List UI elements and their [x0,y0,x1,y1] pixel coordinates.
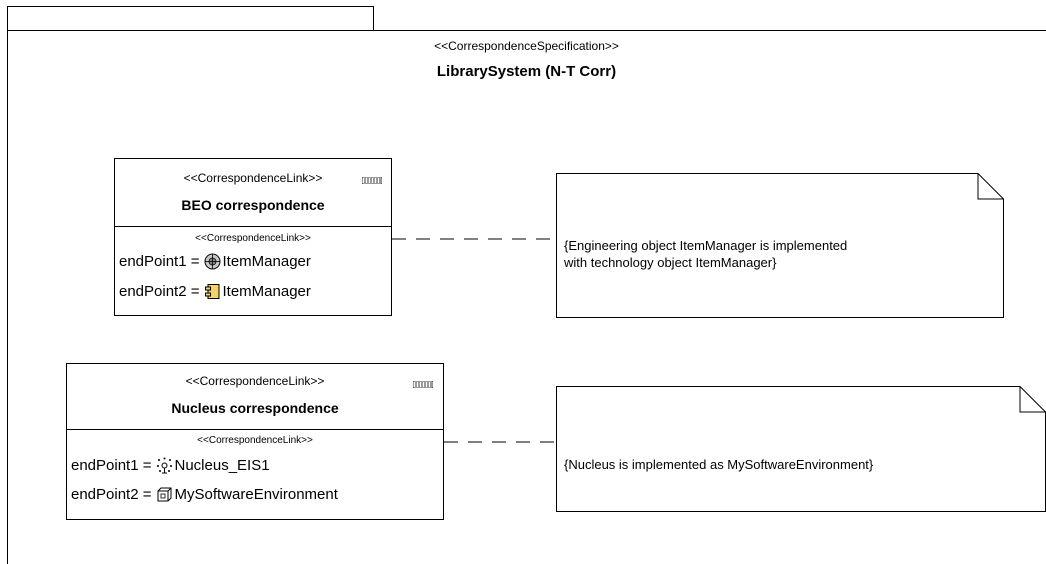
note-nucleus[interactable]: {Nucleus is implemented as MySoftwareEnv… [556,386,1046,512]
note-text-line-1: {Engineering object ItemManager is imple… [564,238,848,253]
engineering-object-icon [204,253,220,270]
note-text-line-1: {Nucleus is implemented as MySoftwareEnv… [564,457,874,472]
note-shape [556,386,1046,512]
compartment-stereotype: <<CorrespondenceLink>> [195,233,311,244]
endpoint2-value: MySoftwareEnvironment [174,486,338,503]
link-stereotype: <<CorrespondenceLink>> [183,171,323,185]
note-beo[interactable]: {Engineering object ItemManager is imple… [556,173,1004,318]
endpoint1-value: Nucleus_EIS1 [174,457,270,474]
package-stereotype: <<CorrespondenceSpecification>> [434,39,619,53]
endpoint1-value: ItemManager [222,253,311,270]
endpoint1-row[interactable]: endPoint1 = Nucleus_EIS1 [71,457,270,474]
endpoint2-value: ItemManager [222,283,311,300]
node-icon [157,487,171,502]
endpoint2-row[interactable]: endPoint2 = ItemManager [119,283,311,300]
endpoint2-label: endPoint2 = [119,283,200,300]
package-name[interactable]: LibrarySystem (N-T Corr) [436,63,617,80]
link-name: BEO correspondence [181,197,325,213]
correspondence-link-nucleus[interactable]: <<CorrespondenceLink>> Nucleus correspon… [66,363,444,520]
stereotype-stripes-icon [362,177,382,184]
endpoint2-row[interactable]: endPoint2 = MySoftwareEnvironment [71,486,338,503]
correspondence-link-beo[interactable]: <<CorrespondenceLink>> BEO correspondenc… [114,158,392,316]
package-frame [7,30,1046,564]
package-frame-tab [7,6,374,31]
endpoint1-label: endPoint1 = [71,457,152,474]
link-stereotype: <<CorrespondenceLink>> [185,374,325,388]
component-icon [204,284,219,299]
stereotype-stripes-icon [413,381,433,388]
endpoint1-row[interactable]: endPoint1 = ItemManager [119,253,311,270]
nucleus-icon [156,457,172,474]
compartment-stereotype: <<CorrespondenceLink>> [197,435,313,446]
class-header [115,159,391,227]
link-name: Nucleus correspondence [171,400,339,416]
endpoint2-label: endPoint2 = [71,486,152,503]
note-text-line-2: with technology object ItemManager} [564,255,777,270]
note-shape [556,173,1004,318]
endpoint1-label: endPoint1 = [119,253,200,270]
class-header [67,364,443,430]
